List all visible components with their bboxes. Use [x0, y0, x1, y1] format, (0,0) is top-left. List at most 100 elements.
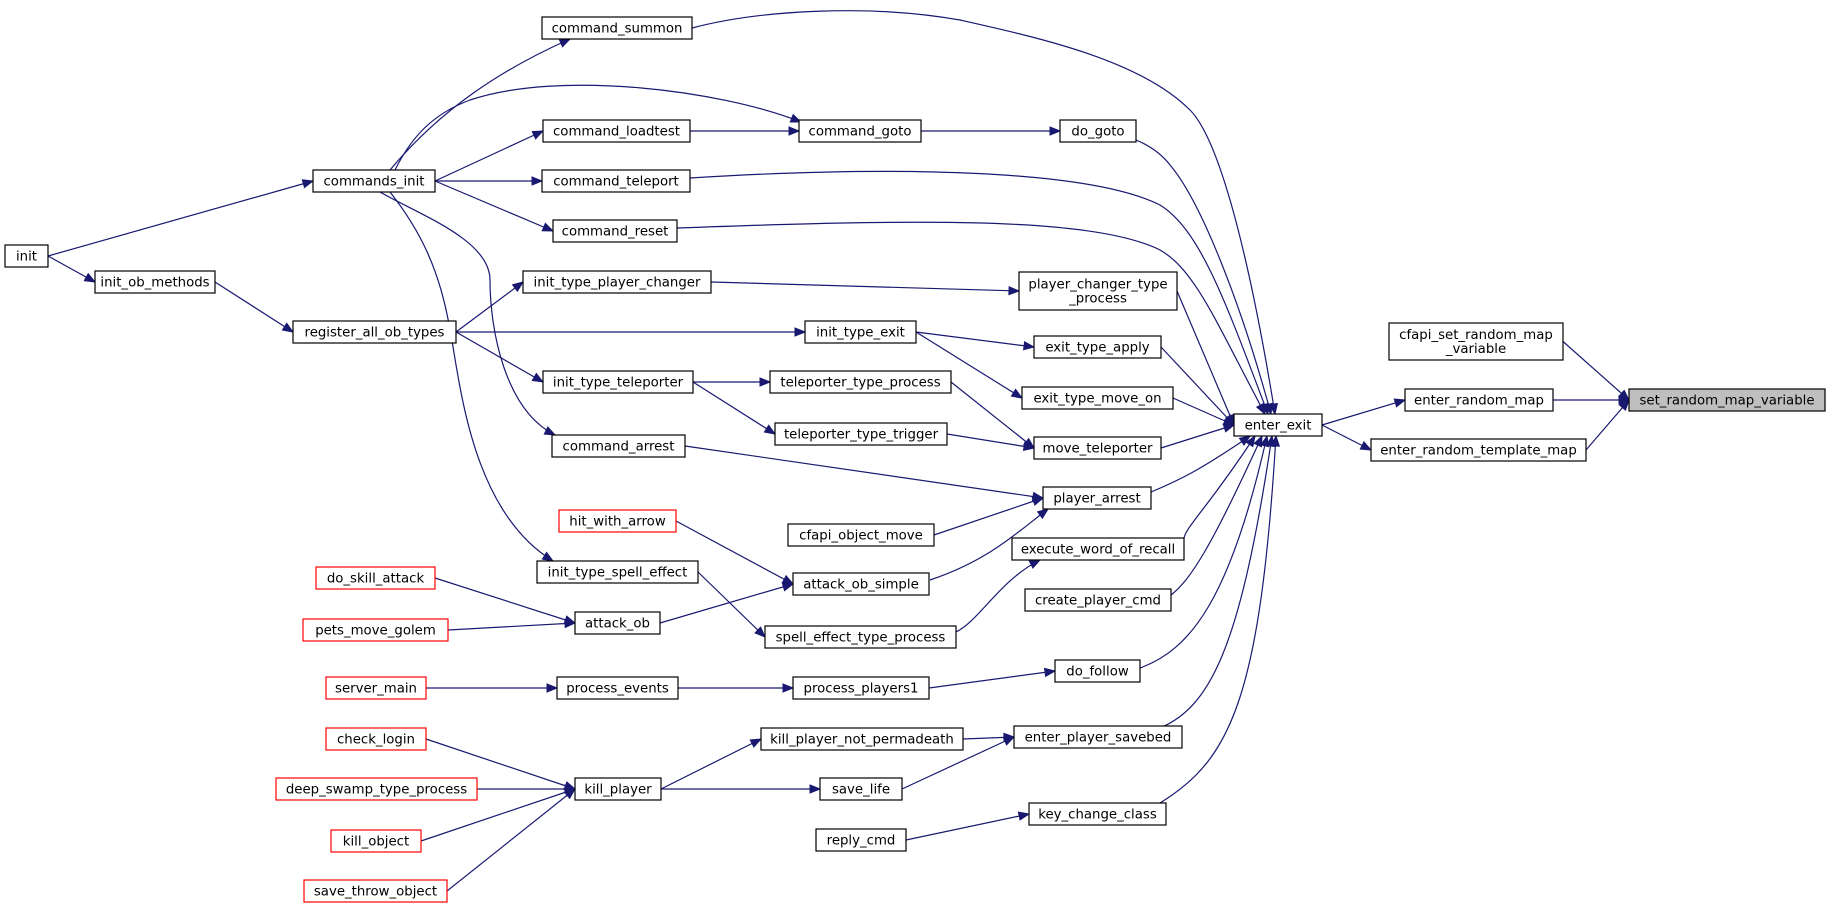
- node-reply-cmd[interactable]: reply_cmd: [815, 828, 907, 852]
- edge-line: [689, 170, 1269, 415]
- node-server-main[interactable]: server_main: [325, 676, 427, 700]
- node-label: create_player_cmd: [1035, 594, 1161, 609]
- node-box: [792, 572, 930, 596]
- node-hit-with-arrow[interactable]: hit_with_arrow: [558, 509, 677, 533]
- arrow-head-icon: [531, 372, 545, 383]
- node-label: save_throw_object: [314, 885, 437, 900]
- node-label: init: [16, 250, 37, 265]
- node-box: [552, 219, 678, 243]
- node-box: [1042, 486, 1152, 510]
- node-enter-exit[interactable]: enter_exit: [1233, 413, 1323, 437]
- node-register-all-ob-types[interactable]: register_all_ob_types: [292, 320, 457, 344]
- node-do-skill-attack[interactable]: do_skill_attack: [315, 566, 436, 590]
- node-box: [574, 611, 661, 635]
- node-create-player-cmd[interactable]: create_player_cmd: [1024, 588, 1172, 612]
- node-label: enter_player_savebed: [1025, 731, 1172, 746]
- node-label: register_all_ob_types: [305, 326, 445, 341]
- node-set-random-map-variable[interactable]: set_random_map_variable: [1628, 388, 1826, 412]
- node-attack-ob-simple[interactable]: attack_ob_simple: [792, 572, 930, 596]
- arrow-head-icon: [781, 582, 795, 592]
- node-init-type-spell-effect[interactable]: init_type_spell_effect: [536, 560, 699, 584]
- node-save-throw-object[interactable]: save_throw_object: [303, 879, 448, 903]
- node-attack-ob[interactable]: attack_ob: [574, 611, 661, 635]
- node-box: [1033, 335, 1162, 359]
- node-init-type-exit[interactable]: init_type_exit: [804, 320, 917, 344]
- arrow-head-icon: [809, 784, 822, 794]
- node-deep-swamp-type-process[interactable]: deep_swamp_type_process: [275, 777, 478, 801]
- node-exit-type-move-on[interactable]: exit_type_move_on: [1021, 386, 1174, 410]
- node-label: check_login: [337, 733, 415, 748]
- node-enter-player-savebed[interactable]: enter_player_savebed: [1013, 725, 1183, 749]
- node-box: [1013, 725, 1183, 749]
- node-command-arrest[interactable]: command_arrest: [551, 434, 686, 458]
- edge-line: [1139, 435, 1268, 669]
- node-init[interactable]: init: [4, 244, 49, 268]
- edge-line: [389, 38, 571, 171]
- node-label: spell_effect_type_process: [776, 631, 946, 646]
- node-label: command_reset: [562, 225, 669, 240]
- edge-line: [1150, 435, 1251, 493]
- node-init-type-player-changer[interactable]: init_type_player_changer: [522, 270, 712, 294]
- node-label: do_skill_attack: [327, 572, 425, 587]
- edge-line: [434, 577, 576, 624]
- node-do-follow[interactable]: do_follow: [1054, 659, 1141, 683]
- node-command-reset[interactable]: command_reset: [552, 219, 678, 243]
- node-box: [1054, 659, 1141, 683]
- edge-init-to-init_ob_methods: [47, 255, 97, 283]
- node-save-life[interactable]: save_life: [819, 777, 903, 801]
- node-box: [558, 509, 677, 533]
- edge-command_reset-to-enter_exit: [676, 221, 1266, 416]
- node-commands-init[interactable]: commands_init: [312, 169, 436, 193]
- node-box: [315, 566, 436, 590]
- node-do-goto[interactable]: do_goto: [1059, 119, 1137, 143]
- node-kill-player-not-permadeath[interactable]: kill_player_not_permadeath: [760, 727, 964, 751]
- node-key-change-class[interactable]: key_change_class: [1028, 802, 1167, 826]
- node-init-ob-methods[interactable]: init_ob_methods: [94, 270, 216, 294]
- node-box: [1011, 537, 1185, 561]
- node-command-loadtest[interactable]: command_loadtest: [542, 119, 691, 143]
- node-init-type-teleporter[interactable]: init_type_teleporter: [542, 370, 694, 394]
- edge-line: [389, 191, 554, 562]
- edge-do_follow-to-enter_exit: [1139, 434, 1270, 669]
- edge-kill_player-to-save_life: [661, 784, 822, 794]
- edge-save_life-to-enter_player_savebed: [901, 736, 1016, 790]
- node-player-arrest[interactable]: player_arrest: [1042, 486, 1152, 510]
- node-teleporter-type-trigger[interactable]: teleporter_type_trigger: [774, 422, 948, 446]
- arrow-head-icon: [1618, 398, 1630, 412]
- node-label: kill_player: [584, 783, 652, 798]
- arrow-head-icon: [1022, 340, 1036, 351]
- node-player-changer-type-process[interactable]: player_changer_type_process: [1018, 271, 1178, 311]
- node-move-teleporter[interactable]: move_teleporter: [1033, 436, 1162, 460]
- node-command-summon[interactable]: command_summon: [541, 16, 693, 40]
- arrow-head-icon: [1002, 736, 1016, 746]
- edge-line: [928, 670, 1056, 689]
- edge-attack_ob-to-attack_ob_simple: [659, 582, 795, 624]
- node-label: exit_type_apply: [1045, 341, 1149, 356]
- node-teleporter-type-process[interactable]: teleporter_type_process: [769, 370, 952, 394]
- edge-do_skill_attack-to-attack_ob: [434, 577, 577, 625]
- node-spell-effect-type-process[interactable]: spell_effect_type_process: [764, 625, 957, 649]
- node-box: [330, 829, 422, 853]
- node-cfapi-object-move[interactable]: cfapi_object_move: [787, 523, 935, 547]
- node-enter-random-map[interactable]: enter_random_map: [1404, 388, 1554, 412]
- node-process-players1[interactable]: process_players1: [792, 676, 930, 700]
- edge-commands_init-to-command_reset: [434, 180, 555, 232]
- arrow-head-icon: [782, 683, 795, 693]
- node-kill-object[interactable]: kill_object: [330, 829, 422, 853]
- arrow-head-icon: [511, 281, 525, 293]
- node-process-events[interactable]: process_events: [556, 676, 679, 700]
- node-pets-move-golem[interactable]: pets_move_golem: [302, 618, 449, 642]
- node-enter-random-template-map[interactable]: enter_random_template_map: [1370, 438, 1587, 462]
- node-command-teleport[interactable]: command_teleport: [541, 169, 691, 193]
- node-cfapi-set-random-map-variable[interactable]: cfapi_set_random_map_variable: [1388, 322, 1564, 361]
- node-box: [819, 777, 903, 801]
- node-box: [325, 727, 427, 751]
- node-label: enter_exit: [1245, 419, 1312, 434]
- node-check-login[interactable]: check_login: [325, 727, 427, 751]
- node-exit-type-apply[interactable]: exit_type_apply: [1033, 335, 1162, 359]
- node-execute-word-of-recall[interactable]: execute_word_of_recall: [1011, 537, 1185, 561]
- node-command-goto[interactable]: command_goto: [798, 119, 922, 143]
- node-box: [1628, 388, 1826, 412]
- node-kill-player[interactable]: kill_player: [574, 777, 662, 801]
- edge-move_teleporter-to-enter_exit: [1160, 423, 1236, 449]
